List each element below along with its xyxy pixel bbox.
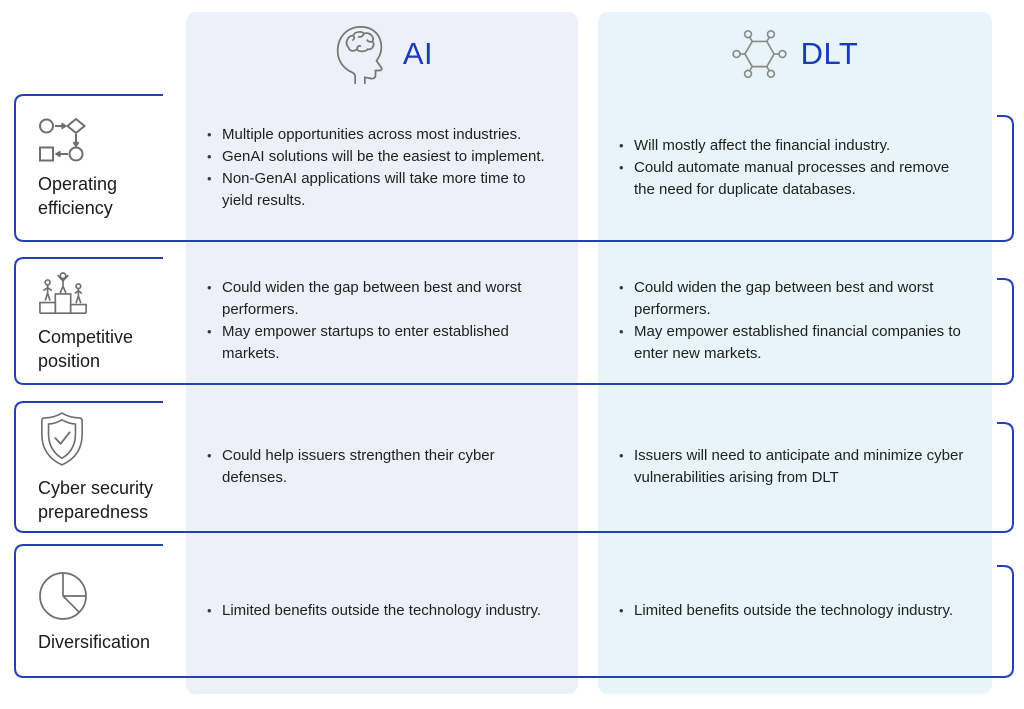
bullet-item: GenAI solutions will be the easiest to i… [205,146,554,168]
bullet-item: Limited benefits outside the technology … [205,600,554,622]
row-label-diversification: Diversification [14,544,163,678]
bullet-list: Could help issuers strengthen their cybe… [205,445,554,489]
cell-dlt-diversification: Limited benefits outside the technology … [598,544,992,678]
bullet-item: Could widen the gap between best and wor… [205,277,554,321]
bullet-list: Issuers will need to anticipate and mini… [617,445,968,489]
row-label-text: Diversification [38,631,151,652]
bullet-list: Limited benefits outside the technology … [617,600,968,622]
bullet-item: Multiple opportunities across most indus… [205,124,554,146]
cell-ai-cyber-security-preparedness: Could help issuers strengthen their cybe… [186,401,578,533]
bullet-item: Issuers will need to anticipate and mini… [617,445,968,489]
cell-dlt-cyber-security-preparedness: Issuers will need to anticipate and mini… [598,401,992,533]
bullet-item: Could automate manual processes and remo… [617,157,968,201]
row-label-text: Operating efficiency [38,173,118,218]
bullet-list: Could widen the gap between best and wor… [617,277,968,365]
molecule-icon [731,29,787,79]
cell-ai-operating-efficiency: Multiple opportunities across most indus… [186,94,578,242]
podium-icon [38,270,88,316]
bullet-item: May empower established financial compan… [617,321,968,365]
brain-head-icon [331,22,389,86]
bullet-list: Multiple opportunities across most indus… [205,124,554,212]
row-label-competitive-position: Competitive position [14,257,163,385]
bullet-list: Will mostly affect the financial industr… [617,135,968,201]
row-label-cyber-security-preparedness: Cyber security preparedness [14,401,163,533]
column-header-ai: AI [186,12,578,96]
pie-chart-icon [38,569,90,621]
row-label-text: Competitive position [38,326,134,371]
bullet-list: Could widen the gap between best and wor… [205,277,554,365]
shield-check-icon [38,411,86,467]
row-label-text: Cyber security preparedness [38,477,154,522]
column-header-dlt: DLT [598,12,992,96]
row-label-operating-efficiency: Operating efficiency [14,94,163,242]
bullet-item: Could help issuers strengthen their cybe… [205,445,554,489]
cell-ai-competitive-position: Could widen the gap between best and wor… [186,257,578,385]
bullet-item: Will mostly affect the financial industr… [617,135,968,157]
cell-dlt-operating-efficiency: Will mostly affect the financial industr… [598,94,992,242]
flowchart-icon [38,117,90,163]
column-header-label: DLT [800,36,859,71]
bullet-item: Could widen the gap between best and wor… [617,277,968,321]
bullet-item: Limited benefits outside the technology … [617,600,968,622]
cell-ai-diversification: Limited benefits outside the technology … [186,544,578,678]
bullet-list: Limited benefits outside the technology … [205,600,554,622]
bullet-item: Non-GenAI applications will take more ti… [205,168,554,212]
column-header-label: AI [402,36,434,71]
bullet-item: May empower startups to enter establishe… [205,321,554,365]
cell-dlt-competitive-position: Could widen the gap between best and wor… [598,257,992,385]
